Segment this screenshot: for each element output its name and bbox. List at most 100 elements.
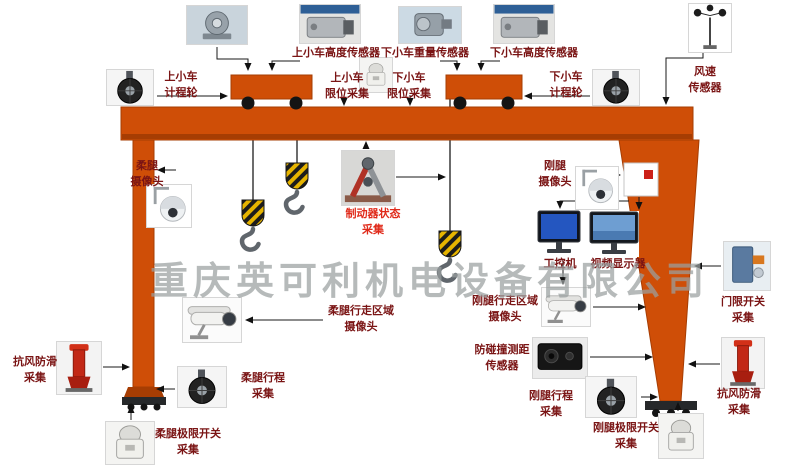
- label-text: 柔腿: [136, 159, 158, 172]
- limit-switch-icon: [116, 425, 144, 459]
- label-upper-trolley-limit: 上小车限位采集: [322, 70, 372, 102]
- rigid-travel-wheel-photo: [585, 376, 637, 418]
- lower-height-sensor-photo: [493, 4, 555, 44]
- label-upper-trolley-odometer: 上小车计程轮: [158, 69, 204, 101]
- label-text: 采集: [252, 386, 274, 400]
- anti-collision-sensor-icon: [537, 343, 583, 370]
- label-text: 制动器状态: [345, 207, 401, 220]
- label-text: 门限开关: [721, 295, 765, 308]
- encoder-photo: [186, 5, 248, 45]
- label-text: 传感器: [688, 80, 722, 94]
- label-lower-trolley-odometer: 下小车计程轮: [543, 69, 589, 101]
- anemometer-icon: [693, 4, 727, 49]
- label-text: 采集: [728, 402, 750, 416]
- label-text: 传感器: [485, 358, 519, 372]
- anemometer-photo: [688, 3, 732, 53]
- anti-wind-device-right-photo: [721, 337, 765, 389]
- label-text: 采集: [362, 222, 384, 236]
- label-rigid-leg-limit-switch: 刚腿极限开关采集: [588, 420, 664, 452]
- industrial-pc-photo: [537, 210, 581, 256]
- label-text: 计程轮: [164, 85, 198, 99]
- hook-block-3: [436, 230, 462, 283]
- label-text: 刚腿行走区域: [472, 294, 538, 307]
- label-text: 限位采集: [325, 86, 369, 100]
- label-text: 下小车: [392, 71, 426, 84]
- label-wind-speed-sensor: 风速传感器: [682, 64, 728, 96]
- label-door-limit-switch: 门限开关采集: [716, 294, 770, 326]
- label-text: 刚腿行程: [529, 389, 573, 402]
- limit-switch-icon: [668, 419, 694, 451]
- label-text: 刚腿: [544, 159, 566, 172]
- label-flex-leg-area-camera: 柔腿行走区域摄像头: [324, 303, 398, 335]
- label-video-display: 视频显示器: [586, 256, 650, 272]
- flex-dome-camera-photo: [146, 184, 192, 228]
- label-upper-trolley-height-sensor: 上小车高度传感器: [290, 45, 382, 61]
- label-text: 上小车: [164, 70, 198, 83]
- encoder-icon: [202, 11, 232, 40]
- label-text: 上小车: [330, 71, 364, 84]
- label-flex-leg-limit-switch: 柔腿极限开关采集: [150, 426, 226, 458]
- bullet-camera-icon: [187, 306, 237, 340]
- weight-sensor-icon: [414, 13, 452, 36]
- label-text: 抗风防滑: [13, 355, 57, 368]
- label-lower-trolley-weight-sensor: 下小车重量传感器: [379, 45, 471, 61]
- anti-collision-sensor-photo: [532, 337, 588, 379]
- travel-wheel-icon: [188, 369, 216, 404]
- label-industrial-pc: 工控机: [538, 256, 582, 272]
- flex-bullet-camera-photo: [182, 297, 242, 343]
- door-limit-device-icon: [732, 246, 765, 283]
- label-text: 计程轮: [549, 85, 583, 99]
- label-rigid-leg-travel: 刚腿行程采集: [524, 388, 578, 420]
- label-text: 工控机: [543, 257, 577, 270]
- brake-photo: [341, 150, 395, 206]
- label-text: 刚腿极限开关: [593, 421, 659, 434]
- label-flex-leg-travel: 柔腿行程采集: [236, 370, 290, 402]
- anti-wind-clamp-icon: [730, 340, 756, 386]
- label-lower-trolley-height-sensor: 下小车高度传感器: [488, 45, 580, 61]
- rigid-dome-camera-photo: [575, 166, 619, 210]
- dome-camera-icon: [582, 169, 613, 204]
- industrial-pc-icon: [537, 210, 581, 253]
- upper-height-sensor-photo: [299, 4, 361, 44]
- upper-odometer-wheel-photo: [106, 69, 154, 106]
- label-text: 采集: [540, 404, 562, 418]
- motor-sensor-icon: [300, 5, 360, 38]
- rigid-limit-switch-photo: [658, 413, 704, 459]
- flex-travel-wheel-photo: [177, 366, 227, 408]
- upper-trolley: [230, 74, 313, 110]
- label-anti-collision-sensor: 防碰撞测距传感器: [470, 342, 534, 374]
- lower-odometer-wheel-photo: [592, 69, 640, 106]
- odometer-wheel-icon: [603, 70, 629, 104]
- label-anti-wind-right: 抗风防滑采集: [714, 386, 764, 418]
- label-flex-leg-camera: 柔腿摄像头: [124, 158, 170, 190]
- rigid-bullet-camera-photo: [541, 287, 591, 327]
- video-display-photo: [589, 211, 639, 257]
- brake-icon: [344, 157, 392, 203]
- video-display-icon: [589, 211, 639, 254]
- label-text: 柔腿行程: [241, 371, 285, 384]
- hook-block-2: [283, 162, 309, 215]
- label-text: 上小车高度传感器: [292, 46, 380, 59]
- leg-cabin-box: [623, 162, 659, 197]
- limit-switch-icon: [366, 63, 386, 86]
- odometer-wheel-icon: [117, 70, 143, 104]
- label-brake-status: 制动器状态采集: [338, 206, 408, 238]
- label-rigid-leg-camera: 刚腿摄像头: [532, 158, 578, 190]
- label-lower-trolley-limit: 下小车限位采集: [384, 70, 434, 102]
- travel-wheel-icon: [596, 378, 626, 415]
- label-text: 下小车重量传感器: [381, 46, 469, 59]
- label-text: 摄像头: [130, 174, 164, 188]
- label-text: 下小车高度传感器: [490, 46, 578, 59]
- label-text: 摄像头: [488, 309, 522, 323]
- dome-camera-icon: [153, 186, 186, 222]
- label-text: 摄像头: [344, 319, 378, 333]
- motor-sensor-icon: [494, 5, 554, 38]
- lower-trolley: [445, 74, 523, 110]
- label-text: 摄像头: [538, 174, 572, 188]
- label-text: 柔腿极限开关: [155, 427, 221, 440]
- cabin-red-marker: [644, 170, 653, 179]
- label-rigid-leg-area-camera: 刚腿行走区域摄像头: [470, 293, 540, 325]
- lower-weight-sensor-photo: [398, 6, 462, 44]
